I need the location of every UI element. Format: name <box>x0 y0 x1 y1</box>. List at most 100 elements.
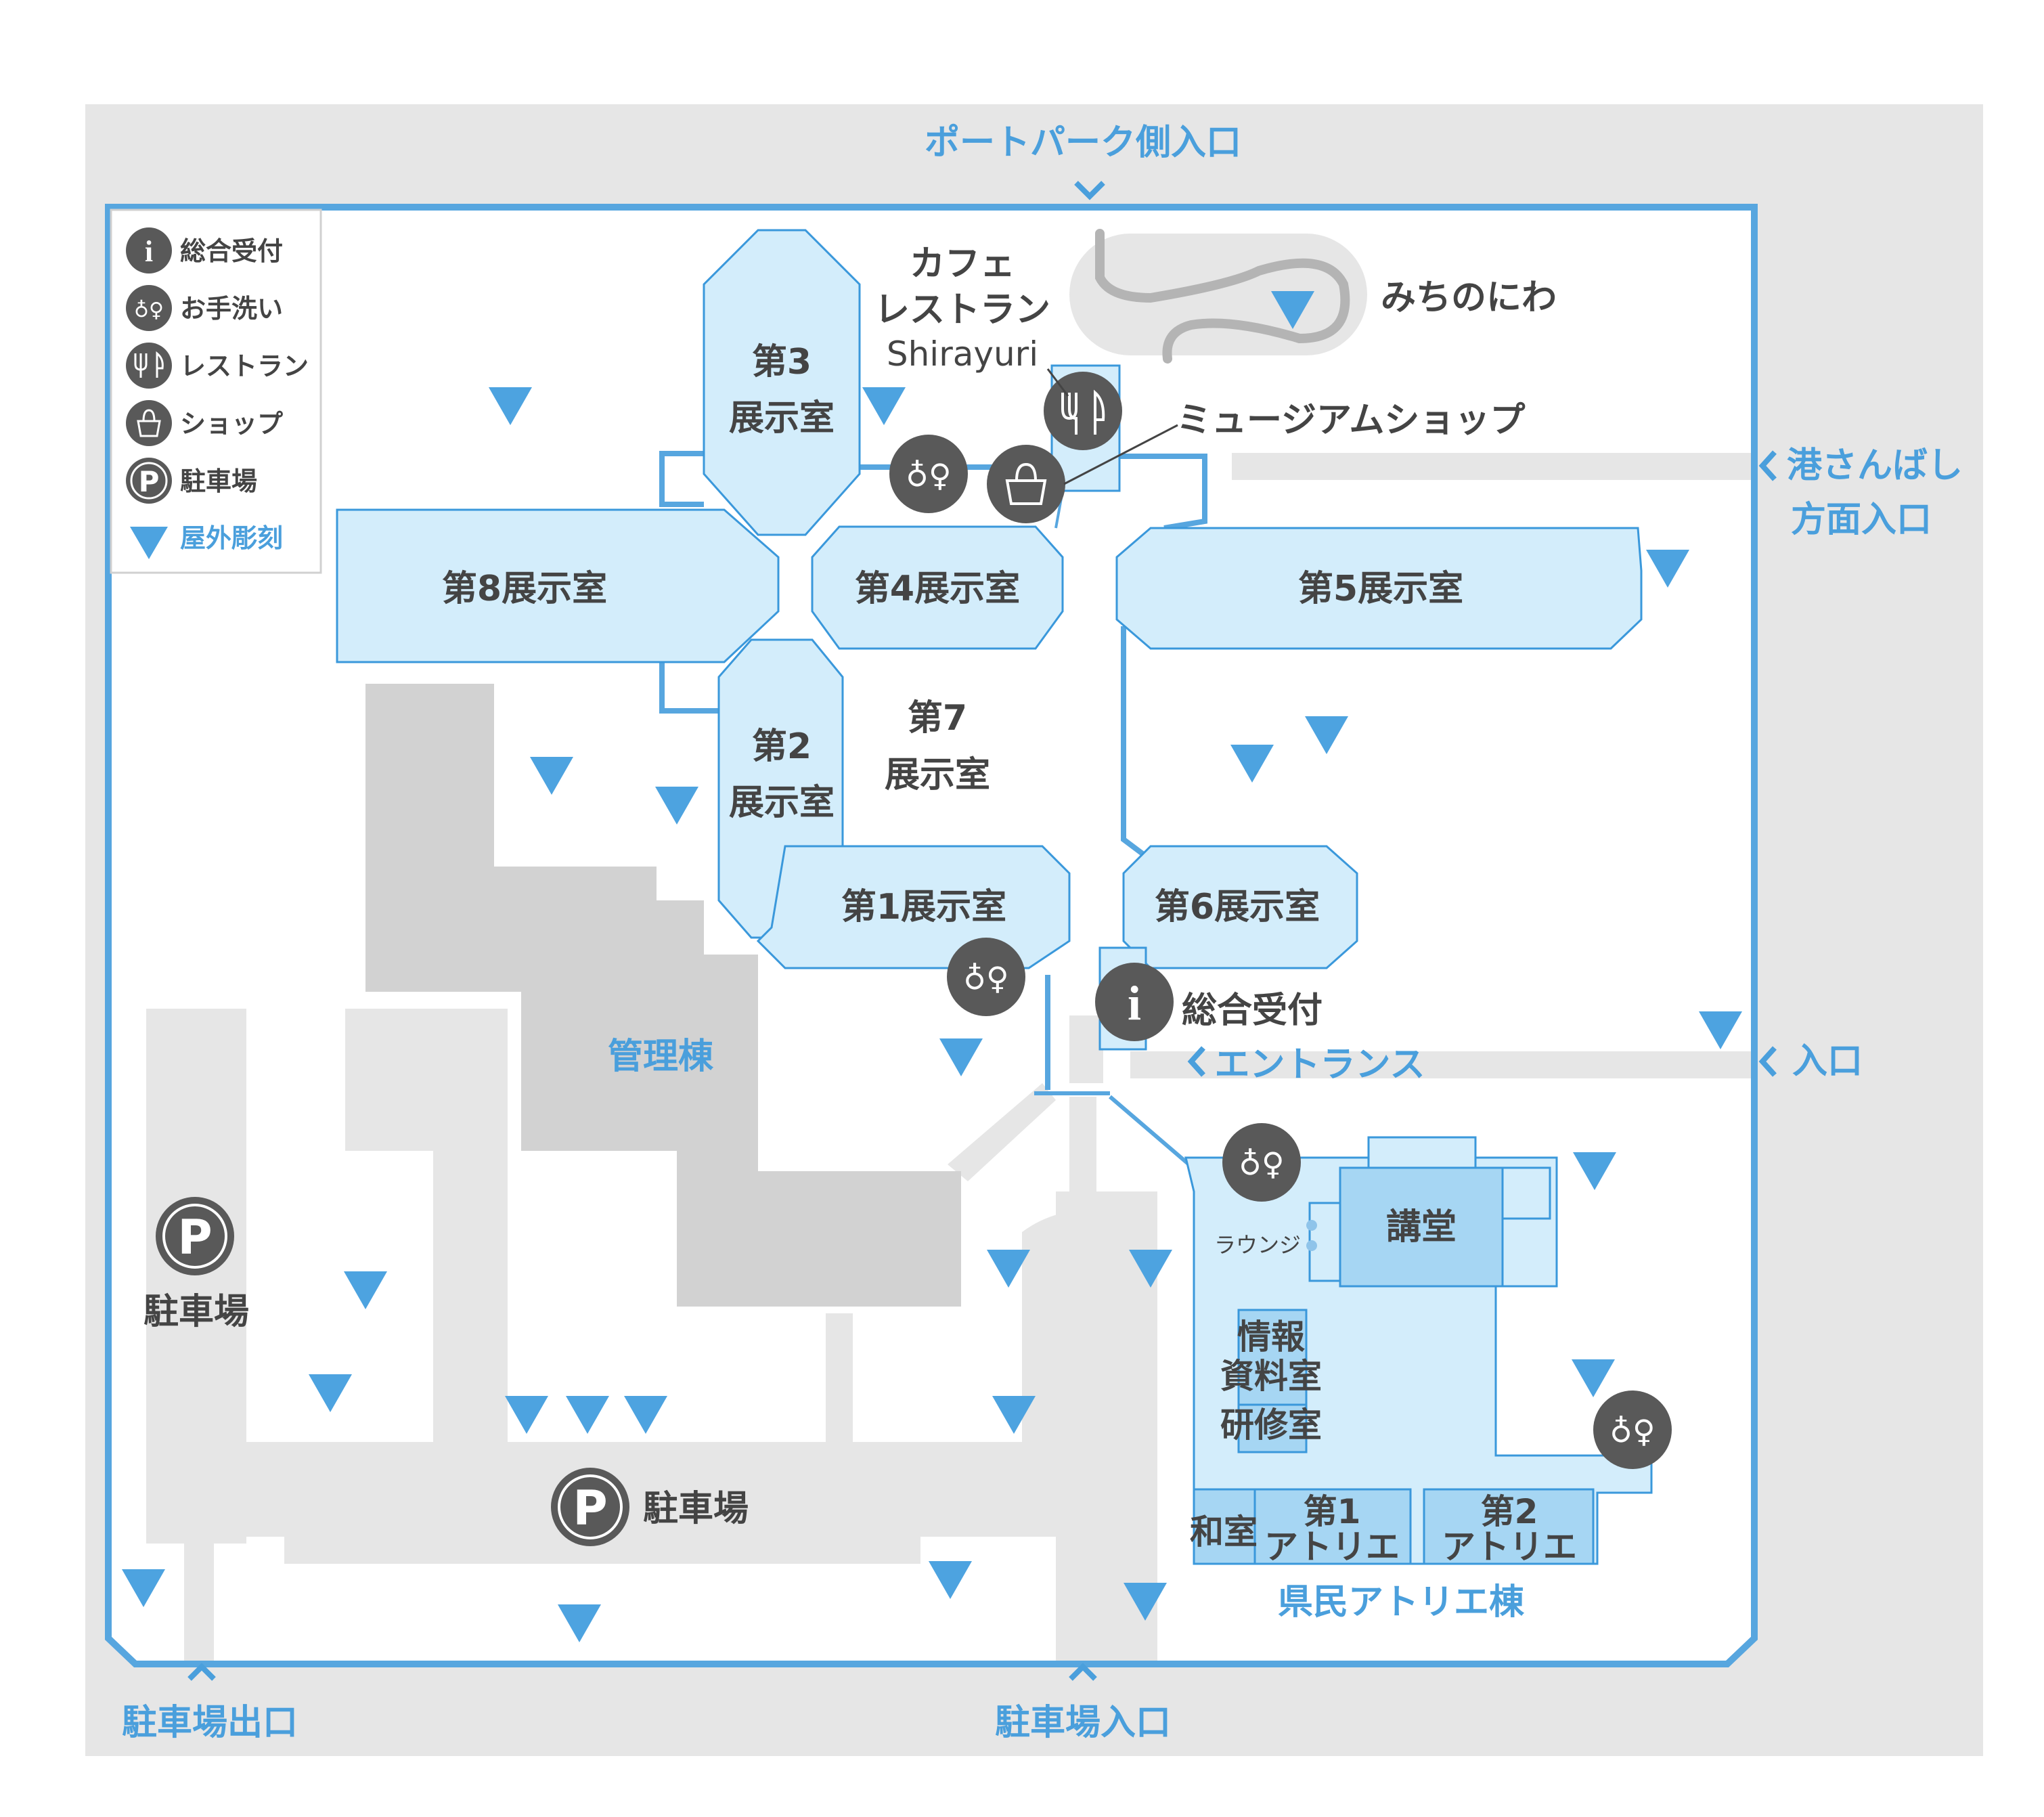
sculpture-triangle-icon <box>1305 716 1348 754</box>
room-7-label-2: 展示室 <box>885 755 990 795</box>
legend-label: 総合受付 <box>180 236 283 266</box>
atelier-2 <box>1423 1488 1595 1565</box>
restaurant-icon[interactable] <box>1044 372 1122 450</box>
lounge-label: ラウンジ <box>1214 1232 1301 1258</box>
sculpture-triangle-icon <box>1129 1250 1172 1288</box>
room-6-label: 第6展示室 <box>1155 887 1320 927</box>
parking-entry-label[interactable]: 駐車場入口 <box>995 1703 1171 1743</box>
room-4 <box>811 525 1064 650</box>
sculpture-triangle-icon <box>344 1271 387 1309</box>
main-entrance-chevron-icon <box>1758 1046 1777 1077</box>
room-3 <box>703 229 861 536</box>
sculpture-triangle-icon <box>1699 1011 1742 1049</box>
svg-text:P: P <box>573 1481 607 1536</box>
garden-label: みちのにわ <box>1381 278 1557 318</box>
atelier-building <box>1184 1136 1653 1565</box>
main-entrance-label[interactable]: 入口 <box>1792 1041 1863 1082</box>
restroom-icon[interactable]: ♁♀ <box>1222 1123 1301 1202</box>
room-3-label-2: 展示室 <box>729 398 835 439</box>
admin-building <box>365 684 961 1307</box>
entrance-hall-label[interactable]: エントランス <box>1215 1045 1425 1085</box>
restroom-icon[interactable]: ♁♀ <box>889 435 968 513</box>
room-3-label: 第3 <box>752 342 812 382</box>
room-1-label: 第1展示室 <box>841 887 1006 927</box>
legend-label: 屋外彫刻 <box>180 523 283 553</box>
sculpture-triangle-icon <box>558 1604 601 1642</box>
restroom-icon[interactable]: ♁♀ <box>1593 1391 1672 1469</box>
sculpture-triangle-icon <box>309 1374 352 1412</box>
atelier-building-label: 県民アトリエ棟 <box>1278 1582 1525 1623</box>
room-5-label: 第5展示室 <box>1298 569 1463 609</box>
atelier-1-label-2: アトリエ <box>1264 1527 1400 1567</box>
site-outline <box>105 204 1758 1667</box>
parking-icon[interactable]: P <box>156 1197 234 1275</box>
cafe-label: カフェ <box>910 244 1015 284</box>
outdoor-sculptures <box>122 291 1742 1642</box>
training-room-label: 研修室 <box>1220 1405 1322 1445</box>
room-2-label-2: 展示室 <box>729 783 835 823</box>
parking-exit-label[interactable]: 駐車場出口 <box>122 1703 298 1743</box>
sculpture-triangle-icon <box>566 1396 609 1434</box>
atelier-2-label: 第2 <box>1481 1492 1538 1531</box>
sculpture-triangle-icon <box>1124 1583 1167 1621</box>
parking-left-label: 駐車場 <box>143 1292 249 1332</box>
osanbashi-entrance-label-2[interactable]: 方面入口 <box>1791 500 1932 540</box>
restroom-icon <box>126 285 172 331</box>
parking-bottom-label: 駐車場 <box>643 1489 749 1529</box>
shop-bag-icon[interactable] <box>987 445 1065 523</box>
info-icon <box>126 227 172 273</box>
sculpture-triangle-icon <box>862 387 906 425</box>
portpark-entrance-label[interactable]: ポートパーク側入口 <box>925 123 1241 163</box>
restaurant-icon <box>126 343 172 389</box>
michinoniwa-garden <box>1069 229 1367 364</box>
info-room-label-2: 資料室 <box>1220 1357 1322 1396</box>
room-5 <box>1115 527 1643 650</box>
sculpture-triangle-icon <box>1230 745 1274 783</box>
svg-text:i: i <box>145 235 153 268</box>
sculpture-triangle-icon <box>122 1569 165 1607</box>
legend: i 総合受付 ♁♀ お手洗い レストラン ショップ P 駐車場 屋外彫刻 <box>110 209 322 574</box>
info-icon[interactable]: i <box>1095 963 1174 1041</box>
atelier-1-label: 第1 <box>1304 1492 1361 1531</box>
sculpture-triangle-icon <box>505 1396 548 1434</box>
svg-text:♁♀: ♁♀ <box>906 457 951 494</box>
sculpture-triangle-icon <box>939 1038 983 1076</box>
roads-and-parking <box>146 453 1760 1665</box>
japanese-room-label: 和室 <box>1190 1512 1258 1552</box>
room-6 <box>1122 845 1358 969</box>
info-room <box>1237 1309 1308 1406</box>
parking-icon[interactable]: P <box>551 1468 629 1546</box>
portpark-chevron-icon <box>1074 181 1105 200</box>
svg-text:♁♀: ♁♀ <box>963 960 1008 997</box>
legend-item: P 駐車場 <box>126 458 257 504</box>
shop-bag-icon <box>126 400 172 446</box>
parking-exit-chevron-icon <box>187 1663 216 1681</box>
sculpture-triangle-icon <box>992 1396 1036 1434</box>
room-8-label: 第8展示室 <box>442 569 607 609</box>
admin-building-label: 管理棟 <box>608 1036 714 1077</box>
sculpture-triangle-icon <box>987 1250 1030 1288</box>
sculpture-triangle-icon <box>130 527 168 559</box>
entrance-hall-chevron-icon <box>1187 1046 1205 1077</box>
legend-label: お手洗い <box>180 294 283 324</box>
japanese-room <box>1193 1488 1256 1565</box>
sculpture-triangle-icon <box>1573 1152 1616 1190</box>
sculpture-triangle-icon <box>929 1561 972 1599</box>
room-1 <box>756 845 1071 969</box>
restroom-icon[interactable]: ♁♀ <box>947 938 1025 1016</box>
info-room-label: 情報 <box>1237 1317 1305 1357</box>
room-2-label: 第2 <box>752 726 812 767</box>
legend-label: ショップ <box>180 409 283 439</box>
svg-text:P: P <box>139 465 160 498</box>
room-4-label: 第4展示室 <box>855 569 1020 609</box>
svg-text:P: P <box>177 1210 212 1265</box>
svg-text:♁♀: ♁♀ <box>134 299 164 322</box>
sculpture-triangle-icon <box>624 1396 667 1434</box>
entrance-markers <box>187 181 1777 1681</box>
training-room <box>1237 1403 1308 1453</box>
osanbashi-entrance-label[interactable]: 港さんばし <box>1787 445 1963 486</box>
legend-item: ♁♀ お手洗い <box>126 285 283 331</box>
room-8 <box>336 508 780 663</box>
lecture-hall-label: 講堂 <box>1386 1207 1457 1248</box>
